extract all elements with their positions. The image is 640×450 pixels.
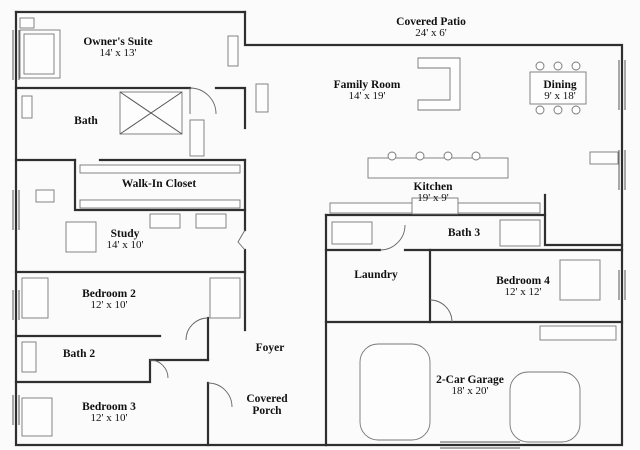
kitchen-size: 19' x 9'	[417, 192, 449, 205]
dining-label: Dining 9' x 18'	[543, 79, 576, 103]
covered-patio-name: Covered Patio	[396, 16, 466, 29]
bath-2-name: Bath 2	[62, 347, 96, 360]
dining-size: 9' x 18'	[544, 90, 576, 103]
garage-name: 2-Car Garage	[436, 374, 504, 387]
owners-suite-label: Owner's Suite 14' x 13'	[83, 36, 152, 60]
garage-cars	[359, 325, 617, 443]
dining-name: Dining	[543, 79, 577, 92]
owners-suite-size: 14' x 13'	[99, 47, 137, 60]
doors	[149, 87, 453, 408]
foyer-name: Foyer	[255, 341, 285, 354]
bath-3-name: Bath 3	[447, 226, 481, 239]
bedroom-2-size: 12' x 10'	[90, 299, 128, 312]
study-size: 14' x 10'	[106, 239, 144, 252]
walk-in-closet-name: Walk-In Closet	[121, 177, 197, 190]
bedroom-4-label: Bedroom 4 12' x 12'	[496, 275, 550, 299]
bedroom-3-label: Bedroom 3 12' x 10'	[82, 401, 136, 425]
interior-walls	[14, 86, 624, 447]
covered-patio-label: Covered Patio 24' x 6'	[396, 16, 466, 40]
dining-table	[529, 61, 587, 115]
covered-porch-label: Covered Porch	[237, 393, 297, 417]
walk-in-closet-label: Walk-In Closet	[122, 178, 196, 190]
bath-3-label: Bath 3	[448, 227, 480, 239]
kitchen-island	[329, 151, 619, 215]
study-label: Study 14' x 10'	[107, 228, 144, 252]
kitchen-label: Kitchen 19' x 9'	[414, 181, 453, 205]
study-desk	[65, 213, 227, 253]
bedroom-fixtures	[21, 259, 601, 437]
bedroom-3-name: Bedroom 3	[82, 401, 136, 414]
laundry-label: Laundry	[354, 269, 397, 281]
bath-label: Bath	[74, 115, 98, 127]
bath-name: Bath	[74, 114, 98, 127]
family-room-size: 14' x 19'	[348, 90, 386, 103]
garage-label: 2-Car Garage 18' x 20'	[436, 374, 504, 398]
kitchen-name: Kitchen	[413, 181, 453, 194]
garage-size: 18' x 20'	[451, 385, 489, 398]
bath-fixtures	[21, 91, 205, 157]
covered-porch-name: Covered Porch	[246, 392, 288, 417]
family-room-label: Family Room 14' x 19'	[334, 79, 401, 103]
bath-2-label: Bath 2	[63, 348, 95, 360]
exterior-walls	[14, 10, 624, 447]
family-room-sofa	[255, 57, 461, 113]
bedroom-4-size: 12' x 12'	[504, 286, 542, 299]
bedroom-4-name: Bedroom 4	[496, 275, 550, 288]
bedroom-2-label: Bedroom 2 12' x 10'	[82, 288, 136, 312]
owners-suite-name: Owner's Suite	[83, 36, 153, 49]
laundry-name: Laundry	[354, 268, 398, 281]
covered-patio-size: 24' x 6'	[415, 27, 447, 40]
study-name: Study	[110, 228, 140, 241]
walk-in-closet-shelves	[35, 164, 241, 209]
owners-suite-furniture	[19, 17, 239, 79]
bedroom-2-name: Bedroom 2	[82, 288, 136, 301]
bedroom-3-size: 12' x 10'	[90, 412, 128, 425]
bath-3-fixtures	[331, 219, 541, 247]
foyer-label: Foyer	[256, 342, 285, 354]
windows	[12, 30, 626, 449]
family-room-name: Family Room	[333, 79, 401, 92]
